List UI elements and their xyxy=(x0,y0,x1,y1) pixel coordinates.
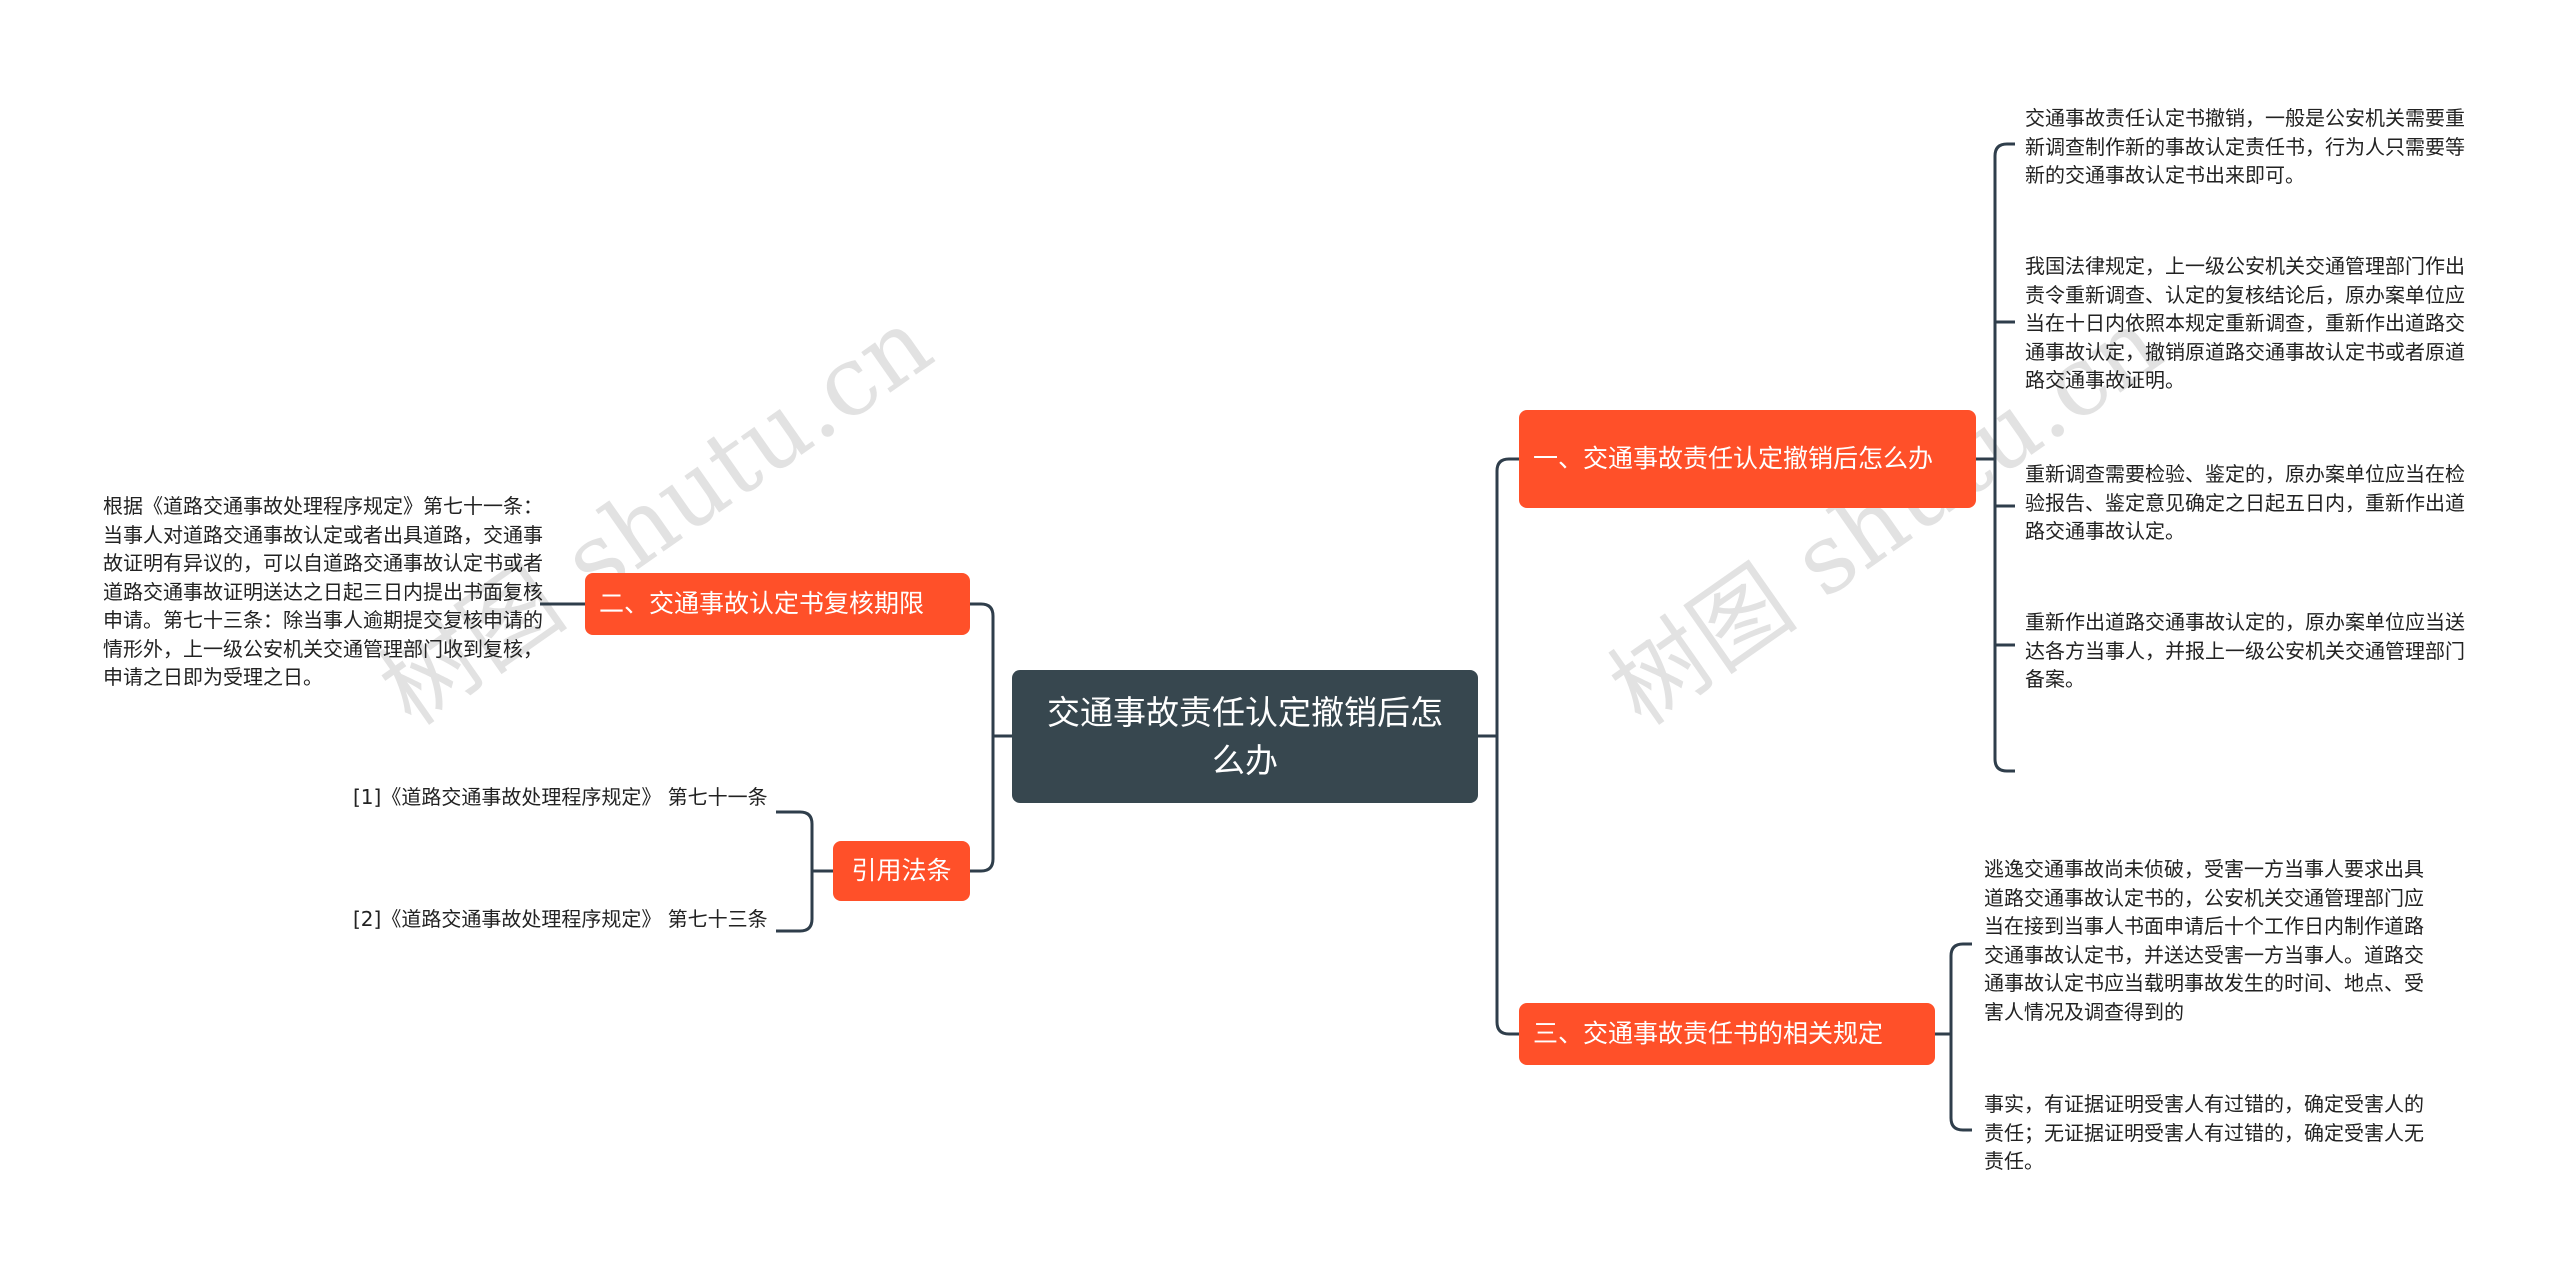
branch-node-refs[interactable]: 引用法条 xyxy=(833,841,970,901)
leaf-text: 逃逸交通事故尚未侦破，受害一方当事人要求出具道路交通事故认定书的，公安机关交通管… xyxy=(1984,857,2424,1024)
branch-node-b1[interactable]: 一、交通事故责任认定撤销后怎么办 xyxy=(1519,410,1976,508)
leaf-text: 重新作出道路交通事故认定的，原办案单位应当送达各方当事人，并报上一级公安机关交通… xyxy=(2025,610,2465,691)
reference-item: [2]《道路交通事故处理程序规定》 第七十三条 xyxy=(353,907,768,931)
central-topic-label: 交通事故责任认定撤销后怎么办 xyxy=(1047,692,1443,780)
branch-node-b3[interactable]: 三、交通事故责任书的相关规定 xyxy=(1519,1003,1935,1065)
connector-b1-bracket xyxy=(1993,142,2015,773)
branch-node-b2[interactable]: 二、交通事故认定书复核期限 xyxy=(585,573,970,635)
connector-right-bracket xyxy=(1495,457,1519,1036)
reference-item: [1]《道路交通事故处理程序规定》 第七十一条 xyxy=(353,785,768,809)
leaf-text: 我国法律规定，上一级公安机关交通管理部门作出责令重新调查、认定的复核结论后，原办… xyxy=(2025,254,2465,392)
connector-b3-bracket xyxy=(1949,942,1972,1132)
connector-refs-bracket xyxy=(776,810,814,933)
leaf-text: 重新调查需要检验、鉴定的，原办案单位应当在检验报告、鉴定意见确定之日起五日内，重… xyxy=(2025,462,2465,543)
branch-label: 一、交通事故责任认定撤销后怎么办 xyxy=(1533,444,1934,473)
connector-left-bracket xyxy=(970,602,995,873)
branch-label: 引用法条 xyxy=(851,856,952,885)
leaf-text: 根据《道路交通事故处理程序规定》第七十一条：当事人对道路交通事故认定或者出具道路… xyxy=(103,494,543,689)
leaf-text: 交通事故责任认定书撤销，一般是公安机关需要重新调查制作新的事故认定责任书，行为人… xyxy=(2025,106,2465,187)
branch-label: 二、交通事故认定书复核期限 xyxy=(599,589,925,618)
branch-label: 三、交通事故责任书的相关规定 xyxy=(1533,1019,1884,1048)
central-topic[interactable]: 交通事故责任认定撤销后怎么办 xyxy=(1012,670,1478,803)
leaf-text: 事实，有证据证明受害人有过错的，确定受害人的责任；无证据证明受害人有过错的，确定… xyxy=(1984,1092,2424,1173)
